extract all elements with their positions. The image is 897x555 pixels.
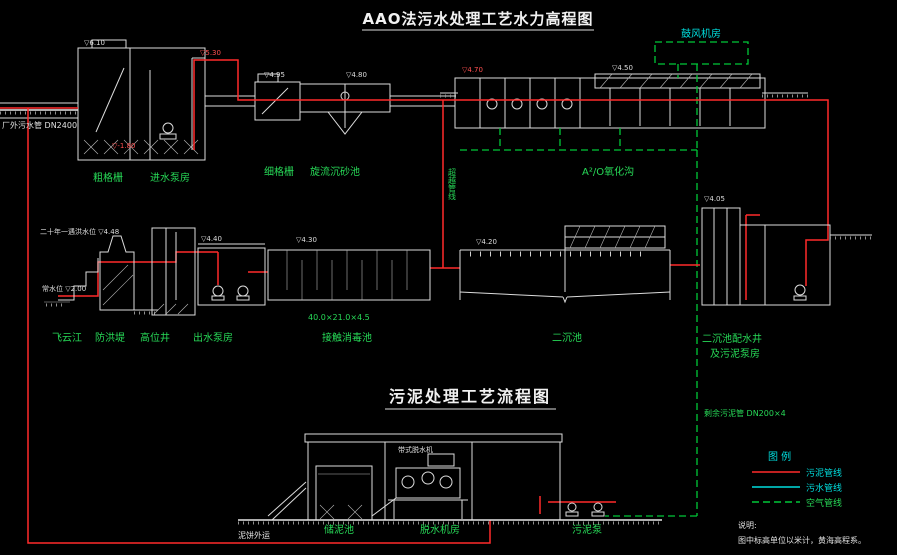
aerator-icon (486, 98, 498, 110)
elevation-markers: ▽6.10 ▽5.30 ▽4.95 ▽4.80 ▽4.70 ▽4.50 二十年一… (40, 39, 725, 293)
dike-label: 防洪堤 (95, 331, 125, 344)
ditch-bridge (594, 73, 761, 89)
elevation-marker: ▽4.95 (264, 71, 285, 79)
flood-level-marker: 二十年一遇洪水位 ▽4.48 (40, 227, 119, 236)
elevation-marker: ▽4.20 (476, 238, 497, 246)
legend-label-sewage: 污水管线 (806, 482, 842, 494)
aerator-icon (511, 98, 523, 110)
aerator-icon (561, 98, 573, 110)
coarse-screen-label: 粗格栅 (93, 171, 123, 184)
sludge-title-text: 污泥处理工艺流程图 (389, 387, 551, 406)
surplus-pipe-label: 剩余污泥管 DN200×4 (704, 408, 786, 418)
main-title: AAO法污水处理工艺水力高程图 (362, 10, 594, 31)
elevation-marker: ▽4.80 (346, 71, 367, 79)
high-level-well (151, 227, 196, 316)
aerator-icon (536, 98, 548, 110)
notes: 说明: 图中标高单位以米计，黄海高程系。 (738, 520, 866, 545)
inlet-pipe-label: 厂外污水管 DN2400 (2, 120, 77, 130)
sludge-pump-icon (794, 284, 806, 296)
high-well-label: 高位井 (140, 331, 170, 344)
notes-text: 图中标高单位以米计，黄海高程系。 (738, 535, 866, 545)
dist-well-label-1: 二沉池配水井 (702, 332, 762, 345)
contact-disinfection-tank (267, 249, 431, 301)
main-title-text: AAO法污水处理工艺水力高程图 (363, 10, 594, 28)
elevation-marker: ▽4.40 (201, 235, 222, 243)
air-pipelines (460, 64, 698, 517)
elevation-marker: ▽6.10 (84, 39, 105, 47)
grit-tank-label: 旋流沉砂池 (310, 165, 360, 178)
dewatering-building (238, 433, 662, 525)
clarifier-label: 二沉池 (552, 331, 582, 344)
inlet-pump-icon (162, 122, 174, 134)
coarse-screen-bar (95, 67, 125, 133)
flood-dike (99, 235, 135, 311)
fine-screen-label: 细格栅 (264, 165, 294, 178)
river-outfall (44, 235, 158, 315)
oxidation-ditch (454, 73, 808, 129)
blower-house-label: 鼓风机房 (681, 27, 721, 40)
outfall-cascade (58, 258, 99, 301)
belt-press-label: 带式脱水机 (398, 445, 433, 454)
pump-icon (212, 285, 224, 297)
fine-screen-bar (261, 87, 289, 115)
contact-tank-label: 接触消毒池 (322, 331, 372, 344)
sludge-pump-label: 污泥泵 (572, 523, 602, 536)
grit-cone (327, 111, 363, 135)
building-roof (304, 433, 563, 443)
structure-labels: 厂外污水管 DN2400 粗格栅 进水泵房 细格栅 旋流沉砂池 A²/O氧化沟 … (2, 120, 786, 540)
outlet-pump-station (197, 243, 266, 306)
inlet-pump-label: 进水泵房 (150, 171, 190, 184)
bypass-pipe-label: 超越管线 (448, 167, 457, 200)
feed-pump-icon (567, 502, 577, 512)
fine-screen-chamber (254, 81, 301, 121)
sludge-title: 污泥处理工艺流程图 (385, 387, 556, 410)
outlet-pump-label: 出水泵房 (193, 331, 233, 344)
screen-grit-channel (205, 73, 458, 135)
feed-pump-icon (593, 502, 603, 512)
oxidation-ditch-label: A²/O氧化沟 (582, 165, 634, 178)
contact-dim-label: 40.0×21.0×4.5 (308, 313, 370, 322)
red-pipelines (0, 59, 829, 544)
dist-well-label-2: 及污泥泵房 (710, 347, 760, 360)
notes-heading: 说明: (738, 520, 757, 530)
elevation-marker: ▽4.50 (612, 64, 633, 72)
river-label: 飞云江 (52, 332, 82, 344)
cake-conveyor (267, 481, 307, 517)
belt-press-body (395, 467, 461, 499)
wet-well-hatch (83, 139, 199, 155)
legend-label-sludge: 污泥管线 (806, 467, 842, 479)
legend-label-air: 空气管线 (806, 497, 842, 509)
dewater-house-label: 脱水机房 (420, 523, 460, 536)
sludge-main-to-dewatering (27, 108, 491, 544)
elevation-marker: ▽-1.80 (112, 142, 136, 150)
normal-level-marker: 常水位 ▽2.00 (42, 284, 86, 293)
elevation-marker: ▽5.30 (200, 49, 221, 57)
distribution-well-sludge-pump (701, 207, 872, 306)
secondary-clarifier (459, 225, 671, 304)
sludge-tank-label: 储泥池 (324, 523, 354, 536)
elevation-marker: ▽4.70 (462, 66, 483, 74)
legend: 图 例 污泥管线 污水管线 空气管线 (752, 450, 842, 509)
inlet-works (0, 39, 206, 161)
cake-out-label: 泥饼外运 (238, 530, 270, 540)
legend-title: 图 例 (768, 450, 791, 463)
blower-house: 鼓风机房 (654, 27, 749, 65)
elevation-marker: ▽4.05 (704, 195, 725, 203)
pump-icon (237, 285, 249, 297)
elevation-marker: ▽4.30 (296, 236, 317, 244)
